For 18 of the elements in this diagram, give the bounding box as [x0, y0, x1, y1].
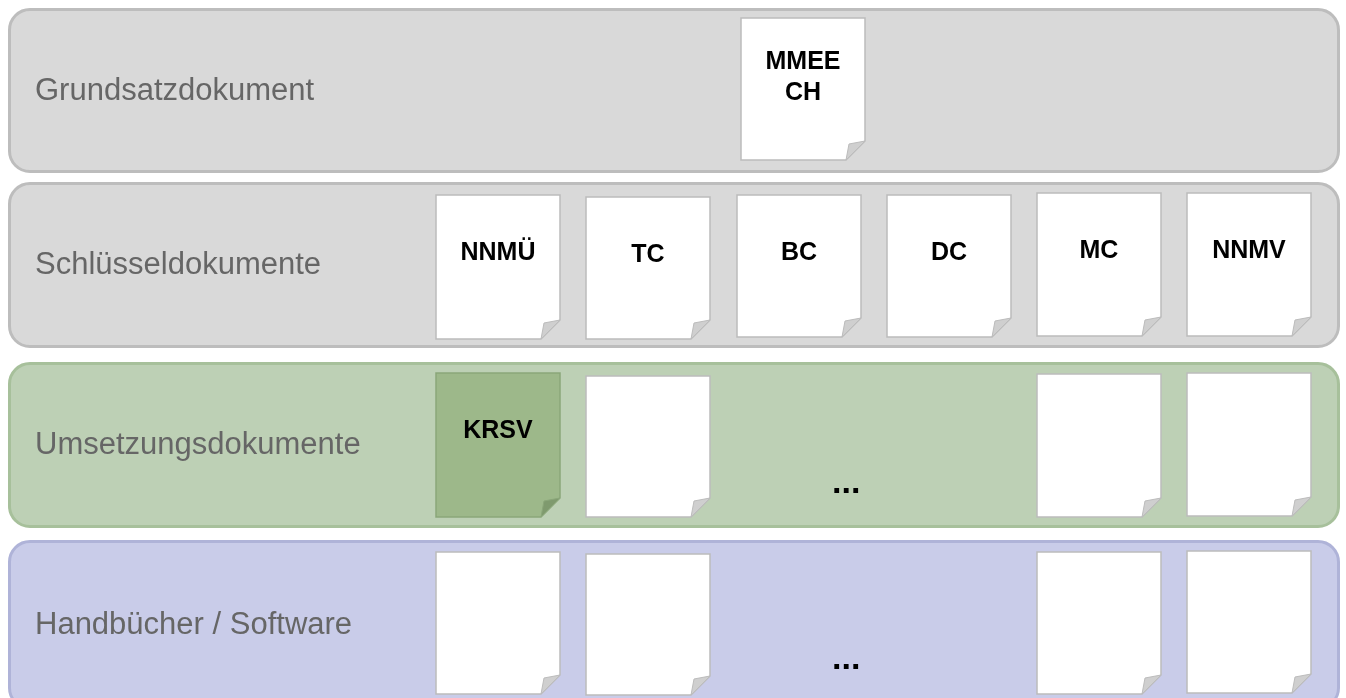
- layer-band: [8, 182, 1340, 348]
- document-title: BC: [779, 236, 819, 267]
- document-title: DC: [929, 236, 969, 267]
- layer-title: Schlüsseldokumente: [35, 246, 322, 282]
- layer-title: Umsetzungsdokumente: [35, 426, 361, 462]
- document-title: KRSV: [462, 414, 534, 445]
- ellipsis: ...: [832, 638, 861, 677]
- ellipsis: ...: [832, 462, 861, 501]
- layer-title: Grundsatzdokument: [35, 71, 315, 108]
- document-title: TC: [630, 238, 666, 269]
- layer-band: [8, 8, 1340, 173]
- document-title: NNMÜ: [459, 236, 537, 267]
- document-title: MC: [1078, 234, 1120, 265]
- document-title: NNMV: [1211, 234, 1287, 265]
- layer-band: [8, 362, 1340, 528]
- document-title: MMEE CH: [764, 45, 842, 108]
- layer-band: [8, 540, 1340, 698]
- layer-title: Handbücher / Software: [35, 606, 353, 642]
